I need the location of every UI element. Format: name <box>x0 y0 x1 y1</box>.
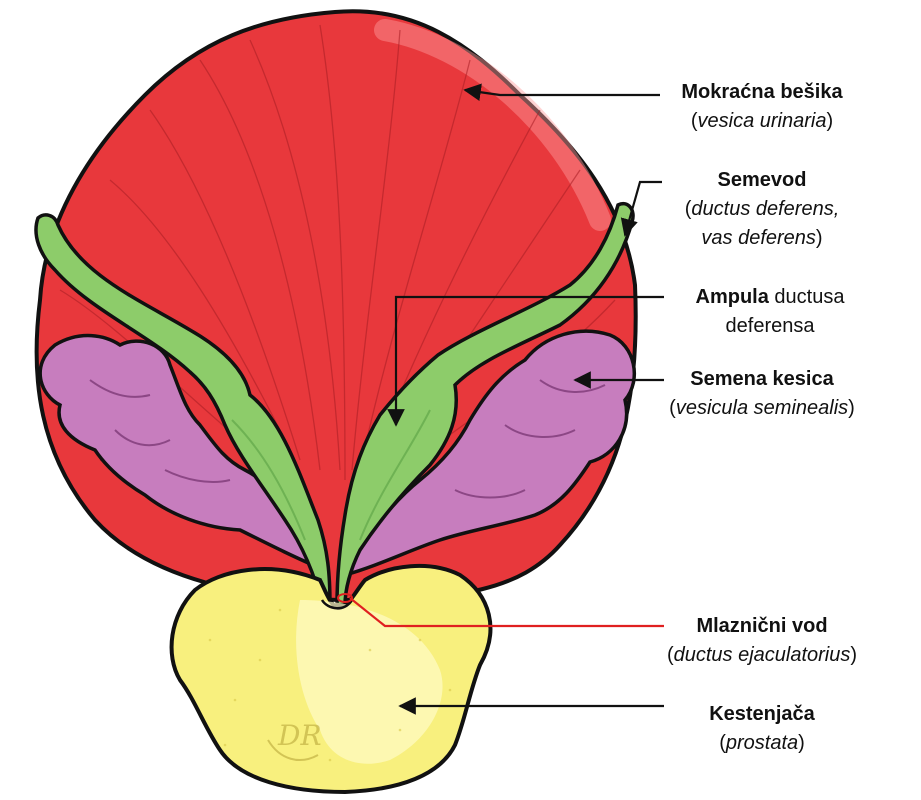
label-vesicle-latin: (vesicula seminealis) <box>669 397 855 419</box>
label-prostate: Kestenjača (prostata) <box>612 700 912 758</box>
label-duct-name: Mlaznični vod <box>696 615 828 637</box>
label-ampulla-line-2: deferensa <box>725 315 815 337</box>
ejaculatory-duct-marker <box>337 593 353 603</box>
prostate-shape <box>169 564 493 795</box>
label-vas-latin-2: vas deferens) <box>701 227 823 249</box>
pointer-ejaculatory-duct <box>349 597 664 628</box>
label-prostate-latin: (prostata) <box>719 732 805 754</box>
pointer-lines <box>337 83 664 715</box>
label-vas-deferens: Semevod (ductus deferens, vas deferens) <box>612 166 912 253</box>
label-bladder-name: Mokraćna bešika <box>681 81 843 103</box>
signature-logo: DR <box>267 719 322 761</box>
label-prostate-name: Kestenjača <box>709 703 815 725</box>
label-vesicle-name: Semena kesica <box>690 368 834 390</box>
pointer-bladder <box>463 83 660 101</box>
label-ejaculatory-duct: Mlaznični vod (ductus ejaculatorius) <box>612 612 912 670</box>
pointer-vas-deferens <box>620 180 662 237</box>
label-ampulla-line-1: Ampula ductusa <box>695 286 845 308</box>
seminal-vesicle-right <box>341 329 637 578</box>
label-duct-latin: (ductus ejaculatorius) <box>666 644 858 666</box>
label-vas-latin-1: (ductus deferens, <box>684 198 840 220</box>
pointer-ampulla <box>387 295 664 427</box>
label-bladder-latin: (vesica urinaria) <box>690 110 834 132</box>
vas-deferens-right <box>335 202 635 607</box>
label-bladder: Mokraćna bešika (vesica urinaria) <box>612 78 912 136</box>
label-seminal-vesicle: Semena kesica (vesicula seminealis) <box>612 365 912 423</box>
signature-text: DR <box>277 719 322 752</box>
label-vas-name: Semevod <box>717 169 807 191</box>
label-ampulla: Ampula ductusa deferensa <box>620 283 920 341</box>
